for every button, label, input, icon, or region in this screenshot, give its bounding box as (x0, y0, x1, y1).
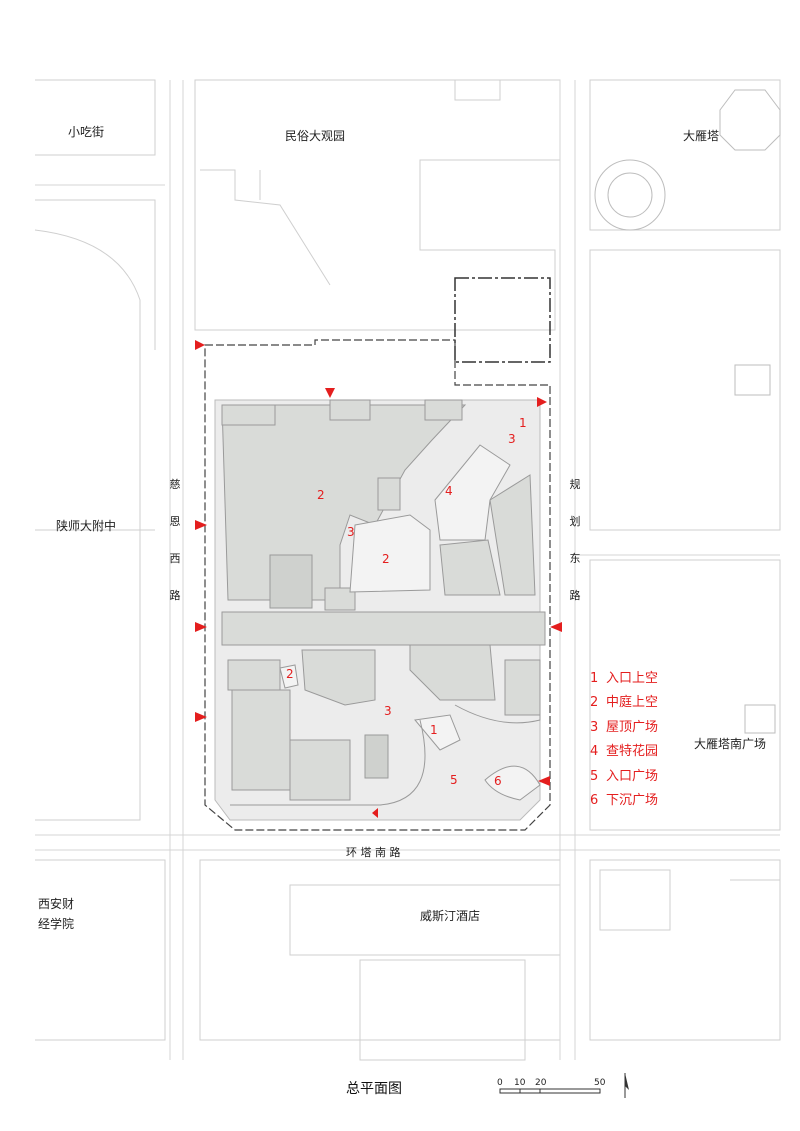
site-mark: 2 (317, 488, 325, 502)
road-char: 路 (569, 589, 581, 602)
legend-item: 6 下沉广场 (590, 789, 658, 813)
road-guihua-east: 规 划 东 路 (568, 476, 582, 624)
road-char: 东 (569, 552, 581, 565)
road-char: 恩 (169, 515, 181, 528)
site-mark: 3 (384, 704, 392, 718)
legend-label: 入口广场 (606, 768, 659, 784)
site-mark: 1 (430, 723, 438, 737)
label-weisiting: 威斯汀酒店 (420, 909, 481, 923)
scale-tick: 50 (594, 1078, 606, 1088)
site-mark: 5 (450, 773, 458, 787)
road-char: 划 (569, 515, 581, 528)
road-char: 慈 (169, 478, 181, 491)
site-mark: 3 (508, 432, 516, 446)
scale-tick: 0 (497, 1078, 503, 1088)
legend-label: 中庭上空 (606, 695, 659, 711)
legend-num: 4 (590, 744, 599, 760)
legend-num: 6 (590, 792, 599, 808)
legend-item: 2 中庭上空 (590, 691, 658, 715)
site-mark: 3 (347, 525, 355, 539)
road-char: 西 (169, 552, 181, 565)
legend-label: 查特花园 (606, 744, 659, 760)
label-shida: 陕师大附中 (56, 519, 117, 533)
site-mark: 2 (382, 552, 390, 566)
label-dayanta: 大雁塔 (683, 129, 720, 143)
legend-item: 5 入口广场 (590, 765, 658, 789)
site-mark: 4 (445, 484, 453, 498)
road-cien-west: 慈 恩 西 路 (168, 476, 182, 624)
label-xicai-2: 经学院 (38, 917, 75, 931)
label-minsu: 民俗大观园 (285, 129, 346, 143)
legend-num: 3 (590, 719, 599, 735)
legend-item: 3 屋顶广场 (590, 716, 658, 740)
label-xiaochijie: 小吃街 (68, 125, 105, 139)
legend-item: 1 入口上空 (590, 667, 658, 691)
site-mark: 6 (494, 774, 502, 788)
legend-num: 2 (590, 695, 599, 711)
minsu-block (194, 79, 561, 331)
site-mark: 1 (519, 416, 527, 430)
legend: 1 入口上空 2 中庭上空 3 屋顶广场 4 查特花园 5 入口广场 6 下沉广场 (590, 667, 658, 813)
road-huanta-south: 环 塔 南 路 (346, 846, 401, 859)
label-dayanta-south-square: 大雁塔南广场 (694, 737, 767, 751)
legend-item: 4 查特花园 (590, 740, 658, 764)
plan-title: 总平面图 (346, 1081, 402, 1097)
road-char: 路 (169, 589, 181, 602)
legend-num: 1 (590, 671, 599, 686)
label-xicai-1: 西安财 (38, 897, 75, 911)
legend-num: 5 (590, 768, 599, 784)
road-char: 规 (569, 478, 581, 491)
scale-tick: 20 (535, 1078, 547, 1088)
scale-tick: 10 (514, 1078, 526, 1088)
legend-label: 屋顶广场 (606, 719, 659, 735)
site-mark: 2 (286, 667, 294, 681)
legend-label: 入口上空 (606, 671, 659, 686)
legend-label: 下沉广场 (606, 792, 659, 808)
